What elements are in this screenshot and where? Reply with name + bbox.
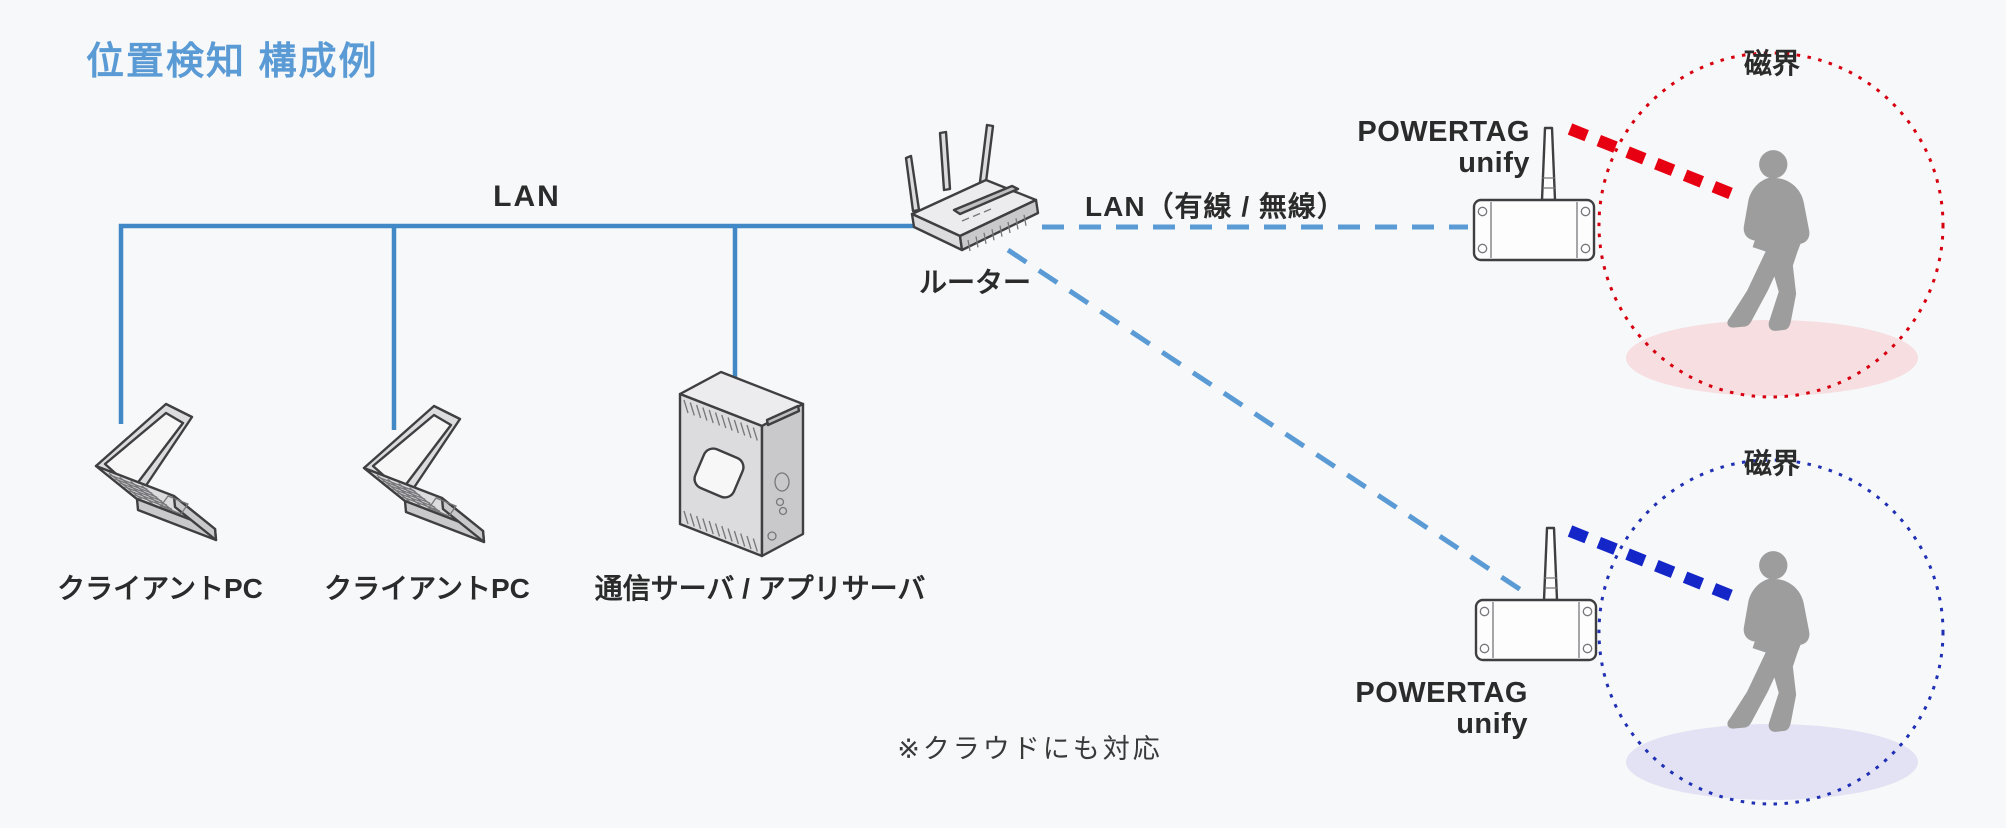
router-tag-link-bottom	[1006, 247, 1532, 599]
lan-link-label: LAN（有線 / 無線）	[1085, 191, 1346, 222]
powertag-label-bottom: POWERTAG unify	[1328, 678, 1528, 740]
powertag-label-top-line1: POWERTAG	[1357, 116, 1530, 148]
lan-label: LAN	[493, 180, 561, 213]
magnetic-field-label-top: 磁界	[1743, 48, 1800, 79]
router-antenna-middle	[938, 130, 952, 192]
server-icon	[678, 370, 805, 558]
lan-bus-line	[118, 223, 917, 430]
powertag-label-bottom-line1: POWERTAG	[1355, 677, 1528, 709]
magnetic-field-circle-bottom	[1597, 458, 1945, 806]
signal-beam-top	[1567, 123, 1745, 204]
laptop-icon-2	[362, 404, 486, 544]
page-title: 位置検知 構成例	[86, 41, 379, 83]
server-label: 通信サーバ / アプリサーバ	[594, 573, 926, 604]
router-label: ルーター	[918, 267, 1031, 298]
powertag-label-top-line2: unify	[1458, 147, 1530, 179]
cloud-note: ※クラウドにも対応	[897, 734, 1163, 764]
router-icon	[904, 123, 1040, 252]
client-pc-2-label: クライアントPC	[324, 573, 530, 604]
magnetic-field-label-bottom: 磁界	[1743, 448, 1800, 479]
powertag-label-bottom-line2: unify	[1456, 708, 1528, 740]
powertag-icon-bottom	[1474, 526, 1598, 662]
person-icon-bottom	[1727, 551, 1810, 732]
router-antenna-left	[904, 154, 921, 213]
person-icon-top	[1727, 150, 1810, 331]
magnetic-field-circle-top	[1597, 51, 1945, 399]
floor-shadow-top	[1626, 320, 1918, 396]
client-pc-1-label: クライアントPC	[57, 573, 263, 604]
laptop-icon-1	[94, 402, 218, 542]
floor-shadow-bottom	[1626, 724, 1918, 800]
powertag-icon-top	[1472, 126, 1596, 262]
powertag-label-top: POWERTAG unify	[1330, 117, 1530, 179]
signal-beam-bottom	[1567, 525, 1745, 606]
